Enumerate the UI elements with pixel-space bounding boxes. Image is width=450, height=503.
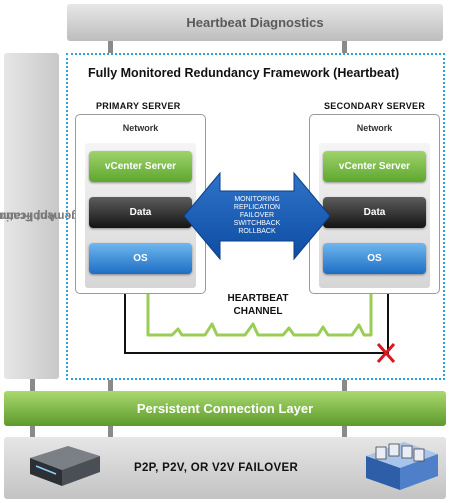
persistent-connection-label: Persistent Connection Layer (136, 401, 314, 416)
connector-low-2 (108, 426, 113, 437)
redundancy-framework-frame (66, 53, 445, 380)
secondary-server-heading: SECONDARY SERVER (324, 101, 426, 111)
network-link-line (124, 293, 389, 354)
connector-low-1 (30, 426, 35, 437)
secondary-server-stack: vCenter Server Data OS (319, 143, 430, 288)
primary-data-layer: Data (89, 197, 192, 228)
connector-low-3 (342, 426, 347, 437)
framework-title: Fully Monitored Redundancy Framework (He… (88, 66, 400, 80)
wan-label: WAN (245, 176, 269, 187)
secondary-os-layer: OS (323, 243, 426, 274)
heartbeat-diagnostics-label: Heartbeat Diagnostics (186, 15, 324, 30)
primary-vcenter-layer: vCenter Server (89, 151, 192, 182)
secondary-vcenter-layer: vCenter Server (323, 151, 426, 182)
primary-server-heading: PRIMARY SERVER (96, 101, 181, 111)
virtual-server-icon (366, 442, 438, 490)
primary-os-layer: OS (89, 243, 192, 274)
arrow-text-block: WAN MONITORING REPLICATION FAILOVER SWIT… (214, 176, 300, 256)
failure-x-mark (376, 343, 396, 363)
physical-server-icon (30, 446, 100, 486)
connector-mid-3 (342, 380, 347, 391)
lan-label: LAN (246, 245, 268, 256)
secondary-network-label: Network (356, 123, 393, 133)
connector-mid-2 (108, 380, 113, 391)
arrow-line-failover: FAILOVER (239, 212, 275, 219)
primary-server-box: Network vCenter Server Data OS (75, 114, 206, 294)
heartbeat-diagnostics-bar: Heartbeat Diagnostics (67, 4, 443, 41)
secondary-data-layer: Data (323, 197, 426, 228)
application-management-framework-bar: Application Management Framework (0, 53, 109, 379)
heartbeat-label-line2: CHANNEL (233, 306, 283, 317)
primary-network-label: Network (122, 123, 159, 133)
connector-top-left (108, 41, 113, 53)
arrow-line-replication: REPLICATION (233, 204, 281, 211)
primary-server-stack: vCenter Server Data OS (85, 143, 196, 288)
failover-label: P2P, P2V, OR V2V FAILOVER (134, 462, 299, 474)
heartbeat-channel-line (146, 293, 373, 337)
heartbeat-channel-label: HEARTBEAT CHANNEL (210, 292, 306, 318)
connector-mid-1 (30, 379, 35, 391)
heartbeat-label-line1: HEARTBEAT (227, 293, 289, 304)
arrow-line-monitoring: MONITORING (234, 196, 280, 203)
arrow-line-rollback: ROLLBACK (238, 228, 276, 235)
arrow-line-switchback: SWITCHBACK (233, 220, 281, 227)
replication-double-arrow (184, 171, 330, 261)
persistent-connection-layer-bar: Persistent Connection Layer (4, 391, 446, 426)
connector-top-right (342, 41, 347, 53)
